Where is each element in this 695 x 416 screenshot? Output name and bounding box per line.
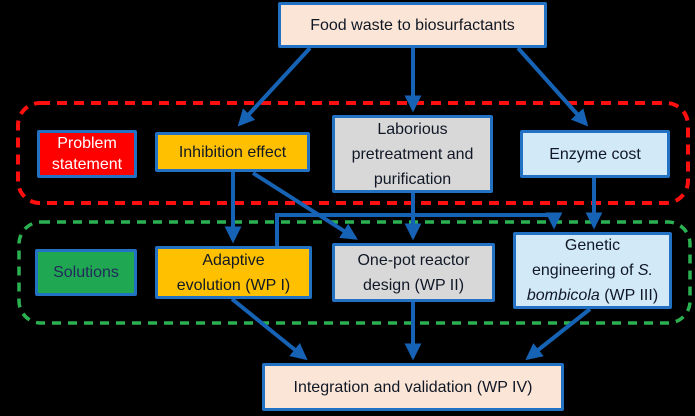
adaptive-line1: Adaptive (202, 251, 265, 269)
problem-group-dashed-frame (16, 101, 690, 205)
onepot-reactor-box: One-pot reactor design (WP II) (332, 243, 495, 302)
genetic-line1: Genetic (564, 237, 621, 254)
genetic-line3: bombicola (WP III) (527, 283, 658, 308)
laborious-line1: Laborious (377, 120, 448, 138)
arrow-foodwaste-to-inhibition (237, 46, 312, 127)
laborious-pretreatment-box: Laborious pretreatment and purification (332, 115, 493, 193)
food-waste-box: Food waste to biosurfactants (278, 2, 547, 48)
adaptive-evolution-box: Adaptive evolution (WP I) (155, 246, 312, 299)
genetic-line2-normal: engineering of (532, 262, 638, 279)
inhibition-effect-label: Inhibition effect (178, 143, 287, 161)
arrow-genetic-to-integration (525, 307, 592, 361)
enzyme-cost-box: Enzyme cost (520, 130, 670, 178)
solutions-group-dashed-frame (17, 220, 692, 325)
inhibition-effect-box: Inhibition effect (155, 132, 310, 172)
genetic-line3-italic: bombicola (526, 287, 600, 304)
integration-validation-label: Integration and validation (WP IV) (293, 378, 533, 396)
integration-validation-box: Integration and validation (WP IV) (262, 363, 564, 411)
arrow-adaptive-to-genetic (275, 212, 563, 246)
solutions-label: Solutions (53, 264, 119, 281)
onepot-line1: One-pot reactor (357, 251, 470, 269)
problem-statement-box: Problem statement (37, 130, 137, 178)
arrow-inhibition-to-onepot (251, 171, 358, 240)
enzyme-cost-label: Enzyme cost (549, 145, 641, 163)
problem-statement-line1: Problem (57, 135, 117, 152)
adaptive-line2: evolution (WP I) (176, 276, 291, 294)
onepot-line2: design (WP II) (362, 276, 465, 294)
problem-statement-line2: statement (51, 156, 123, 173)
arrow-adaptive-to-integration (230, 297, 308, 361)
genetic-line2: engineering of S. (532, 258, 653, 283)
solutions-box: Solutions (35, 249, 137, 296)
laborious-line2: pretreatment and (351, 145, 474, 163)
laborious-line3: purification (373, 170, 452, 188)
genetic-line2-italic: S. (637, 262, 653, 279)
genetic-engineering-box: Genetic engineering of S. bombicola (WP … (513, 232, 672, 309)
genetic-line3-normal: (WP III) (599, 287, 659, 304)
arrow-foodwaste-to-enzyme (516, 46, 589, 127)
food-waste-label: Food waste to biosurfactants (310, 16, 515, 34)
